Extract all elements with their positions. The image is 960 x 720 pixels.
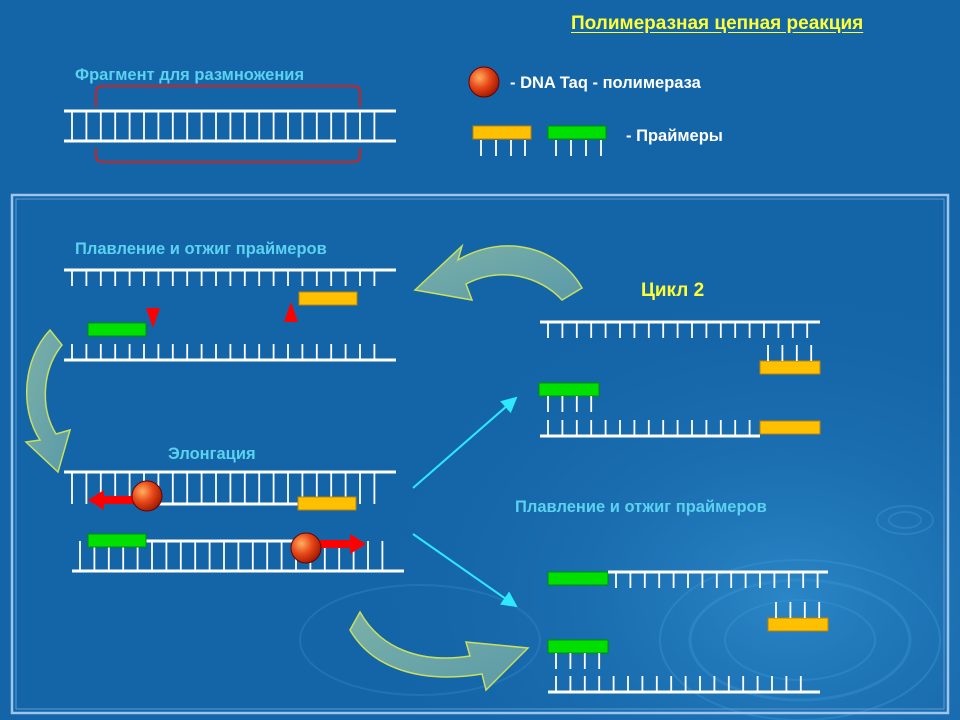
cycle-arrow-icon [413,243,584,301]
direction-arrow-icon [412,396,518,489]
elongation-strands [64,470,404,573]
direction-arrow-icon [412,533,518,608]
legend-primers-label: - Праймеры [626,127,723,145]
page-title: Полимеразная цепная реакция [571,13,864,34]
template-dna-top [64,109,396,143]
cycle-2-label: Цикл 2 [641,280,705,301]
marker-up [284,302,298,322]
step-melting-2-label: Плавление и отжиг праймеров [515,498,767,516]
cycle-arrow-icon [24,328,72,474]
marker-down [146,308,160,328]
polymerase-sphere-icon [290,532,322,564]
primer-yellow [298,291,358,306]
melting-strands-2 [547,570,829,694]
fragment-bracket-bottom [95,148,361,163]
fragment-bracket-top [95,85,361,107]
direction-arrow-icon [320,534,366,554]
direction-arrow-icon [88,490,134,510]
step-melting-label: Плавление и отжиг праймеров [75,240,327,258]
polymerase-sphere-icon [131,480,163,512]
primer-green [87,322,147,337]
fragment-label: Фрагмент для размножения [75,66,305,84]
legend-polymerase-label: - DNA Taq - полимераза [510,74,701,92]
primer-bar-icon [472,125,607,156]
step-elongation-label: Элонгация [168,445,256,463]
cycle-frame [10,193,950,715]
polymerase-sphere-icon [468,66,500,98]
melting-strands-1 [64,268,396,362]
cycle-arrow-icon [349,610,530,692]
cycle2-strands [538,320,821,438]
